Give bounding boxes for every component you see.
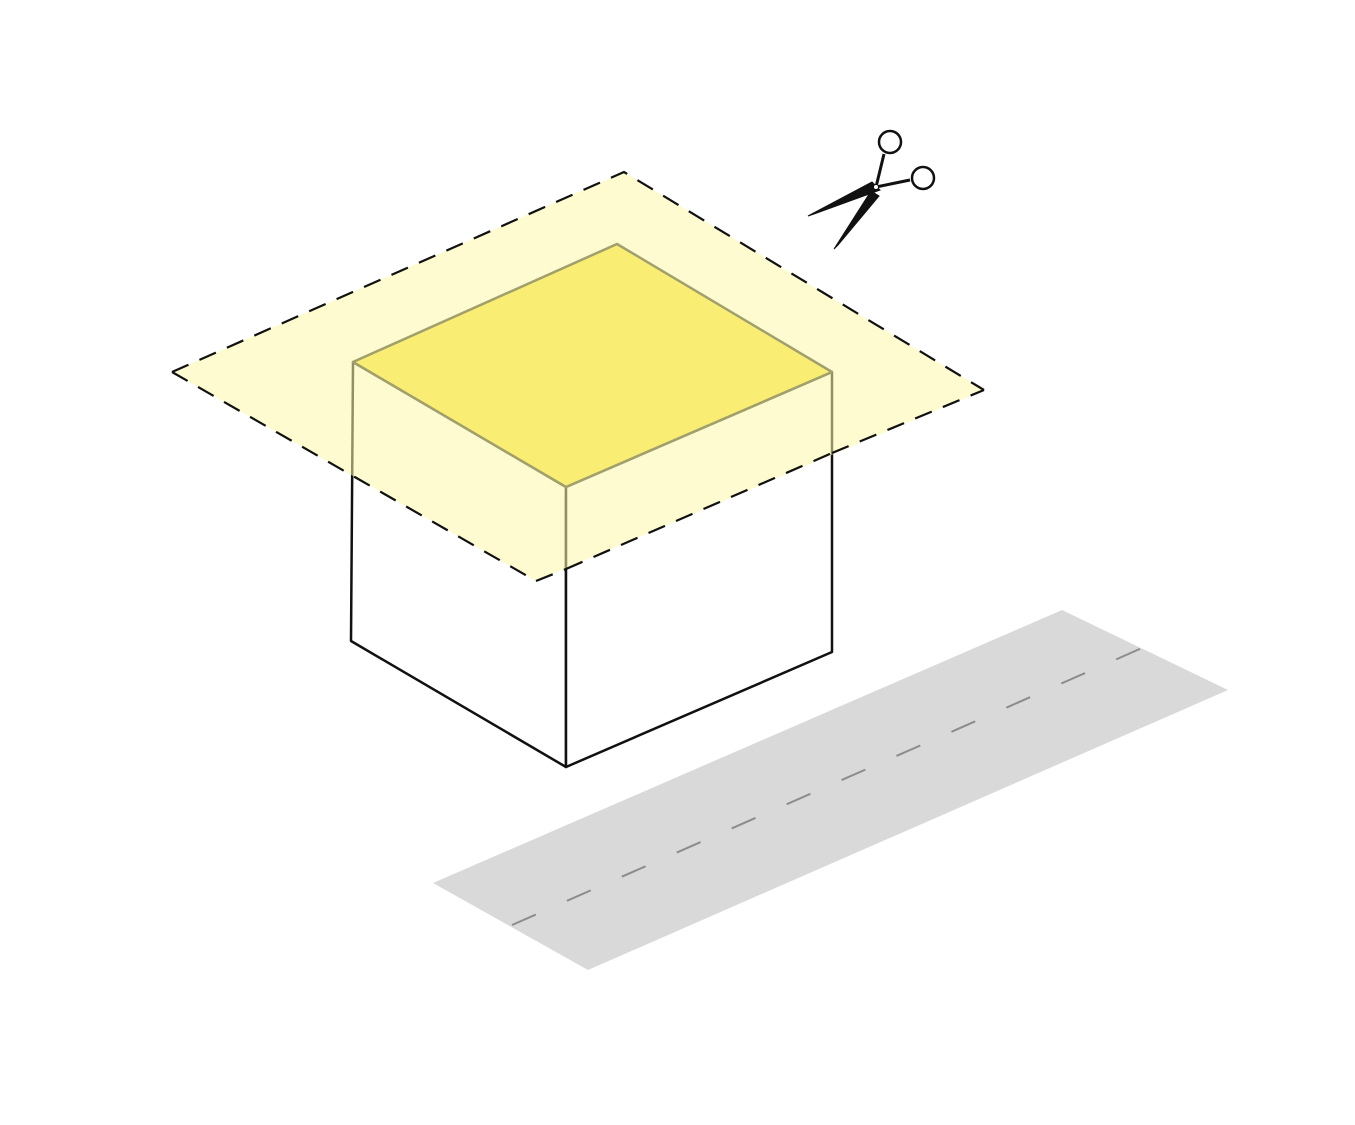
cut-plane-edge-back bbox=[171, 170, 985, 391]
road-strip bbox=[433, 610, 1228, 970]
cut-plane-fill bbox=[172, 172, 984, 581]
scissors-ring-2 bbox=[910, 165, 936, 191]
cut-plane-edge-right bbox=[831, 388, 985, 455]
scissors-ring-1 bbox=[877, 129, 903, 155]
scissors-shank-2 bbox=[875, 178, 911, 189]
road-surface bbox=[433, 610, 1228, 970]
scissors-icon bbox=[807, 129, 936, 250]
scissors-blade-lower bbox=[833, 190, 880, 250]
cut-plane-edge-front-right bbox=[535, 567, 567, 583]
cut-plane-edge-mid bbox=[565, 451, 833, 571]
scissors-pivot bbox=[873, 184, 879, 190]
cutting-plane bbox=[171, 170, 985, 583]
cut-plane-edge-front-left bbox=[171, 371, 537, 582]
scissors-shank-1 bbox=[874, 153, 886, 188]
scissors-blade-upper bbox=[807, 181, 881, 217]
